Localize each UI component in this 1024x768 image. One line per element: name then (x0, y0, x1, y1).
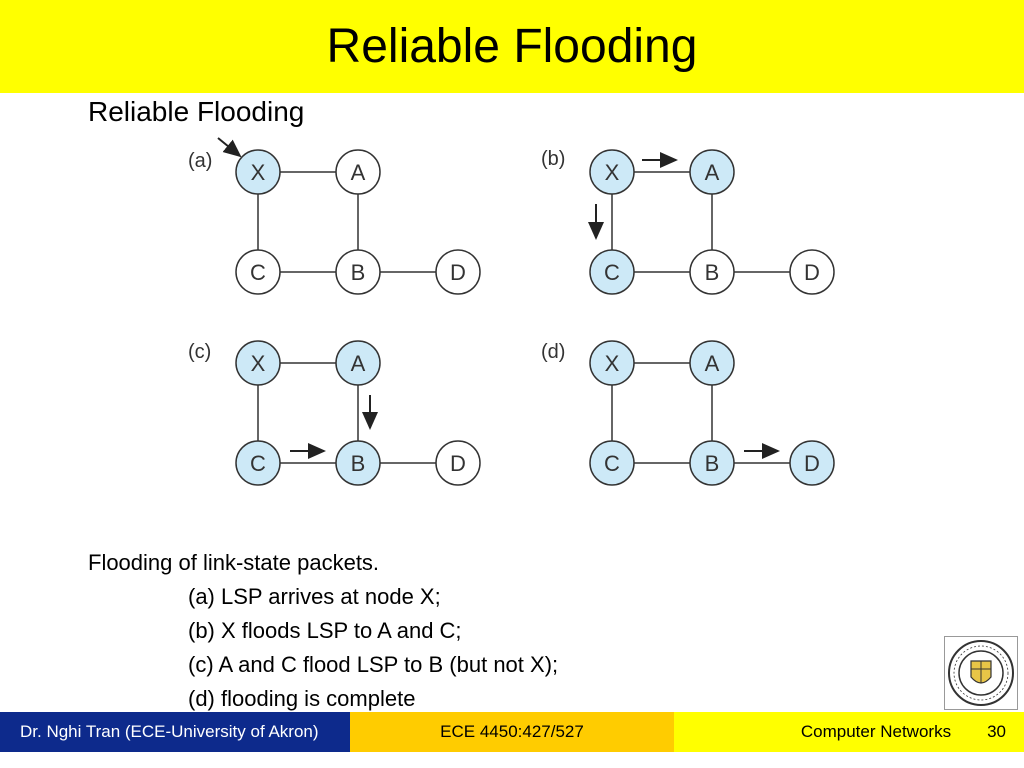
node-c: C (589, 440, 635, 486)
caption-item-c: (c) A and C flood LSP to B (but not X); (188, 652, 559, 677)
panel-label-b: (b) (541, 148, 565, 170)
svg-text:A: A (705, 160, 720, 185)
svg-text:A: A (351, 351, 366, 376)
node-d: D (435, 440, 481, 486)
svg-text:B: B (351, 451, 366, 476)
slide-subtitle: Reliable Flooding (88, 96, 305, 127)
svg-text:X: X (251, 351, 266, 376)
svg-text:B: B (705, 451, 720, 476)
node-b: B (335, 440, 381, 486)
node-b: B (689, 249, 735, 295)
title-bar: Reliable Flooding (0, 0, 1024, 93)
svg-text:D: D (450, 260, 466, 285)
node-d: D (435, 249, 481, 295)
footer-course: ECE 4450:427/527 (350, 712, 674, 752)
svg-text:X: X (251, 160, 266, 185)
node-x: X (235, 149, 281, 195)
svg-text:X: X (605, 351, 620, 376)
node-a: A (335, 340, 381, 386)
node-c: C (235, 249, 281, 295)
node-d: D (789, 249, 835, 295)
node-d: D (789, 440, 835, 486)
node-a: A (689, 340, 735, 386)
panel-label-d: (d) (541, 341, 565, 363)
footer-topic: Computer Networks (800, 722, 952, 741)
arrow-into-x (217, 137, 242, 158)
node-b: B (335, 249, 381, 295)
panel-a: (a) X A C B D (188, 137, 481, 295)
node-x: X (589, 340, 635, 386)
svg-text:C: C (604, 451, 620, 476)
node-x: X (235, 340, 281, 386)
svg-text:B: B (351, 260, 366, 285)
svg-text:X: X (605, 160, 620, 185)
panel-label-a: (a) (188, 150, 212, 172)
slide-title: Reliable Flooding (326, 20, 698, 73)
footer-page-number: 30 (987, 722, 1006, 741)
node-c: C (589, 249, 635, 295)
node-x: X (589, 149, 635, 195)
svg-text:C: C (250, 451, 266, 476)
caption-item-b: (b) X floods LSP to A and C; (188, 618, 462, 643)
panel-c: (c) X A C B D (188, 340, 481, 486)
node-b: B (689, 440, 735, 486)
panel-label-c: (c) (188, 341, 211, 363)
svg-text:D: D (450, 451, 466, 476)
svg-text:A: A (351, 160, 366, 185)
flooding-diagram: (a) X A C B D (b) X A C B D (c) (188, 137, 835, 486)
university-seal-logo (944, 636, 1018, 710)
node-a: A (689, 149, 735, 195)
panel-d: (d) X A C B D (541, 340, 835, 486)
node-a: A (335, 149, 381, 195)
footer-author: Dr. Nghi Tran (ECE-University of Akron) (0, 712, 350, 752)
svg-text:A: A (705, 351, 720, 376)
svg-text:B: B (705, 260, 720, 285)
footer-right: Computer Networks 30 (674, 712, 1024, 752)
svg-text:D: D (804, 451, 820, 476)
caption-item-a: (a) LSP arrives at node X; (188, 584, 441, 609)
caption-item-d: (d) flooding is complete (188, 686, 416, 711)
svg-text:D: D (804, 260, 820, 285)
panel-b: (b) X A C B D (541, 148, 835, 295)
figure-caption: Flooding of link-state packets. (a) LSP … (88, 546, 558, 716)
svg-text:C: C (250, 260, 266, 285)
caption-heading: Flooding of link-state packets. (88, 550, 380, 575)
svg-text:C: C (604, 260, 620, 285)
footer: Dr. Nghi Tran (ECE-University of Akron) … (0, 712, 1024, 752)
node-c: C (235, 440, 281, 486)
